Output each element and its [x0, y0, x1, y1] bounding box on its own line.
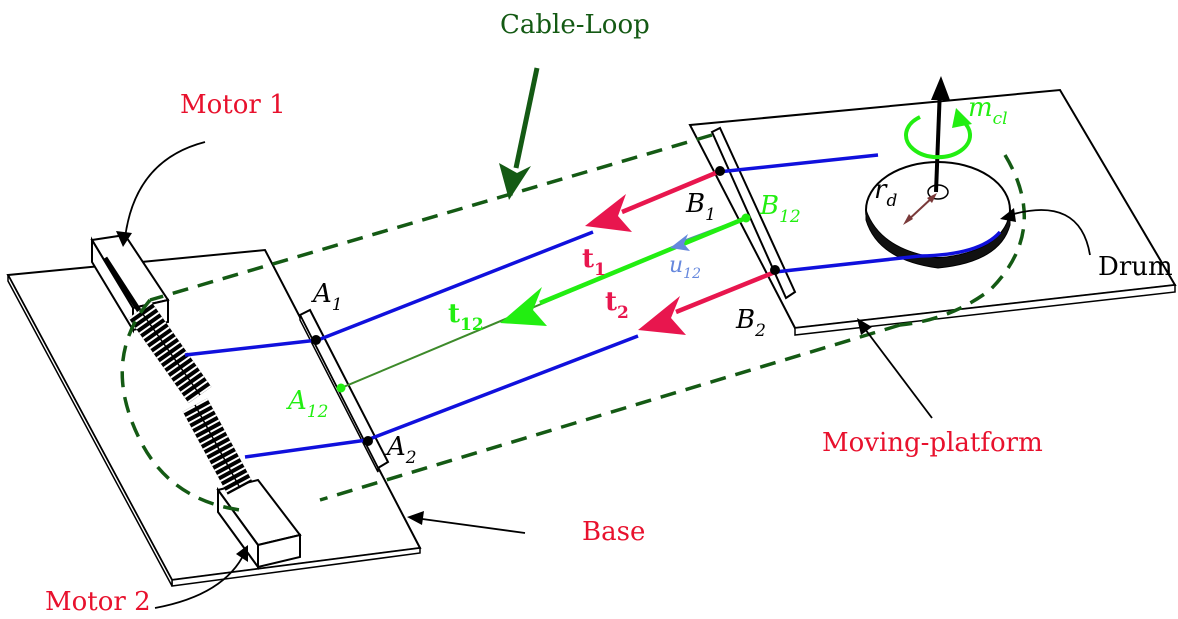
- spring-2: [182, 398, 253, 495]
- base-label: Base: [582, 517, 645, 547]
- a2-label: A2: [385, 432, 417, 468]
- motor1-label: Motor 1: [180, 90, 286, 120]
- point-a12: [336, 383, 346, 393]
- motor1-pointer: [124, 141, 206, 239]
- cable-loop-pointer: [499, 67, 540, 200]
- drum-pointer: [1009, 209, 1091, 256]
- drum-axis-arrow: [931, 76, 950, 193]
- a1-label: A1: [311, 279, 343, 315]
- moving-platform-pointer: [861, 324, 933, 419]
- rd-label: rd: [874, 175, 897, 211]
- motor2-pointer: [154, 551, 246, 609]
- t12-label: t12: [448, 299, 484, 335]
- moving-platform-label: Moving-platform: [822, 428, 1043, 458]
- point-b2: [770, 265, 780, 275]
- b2-label: B2: [735, 305, 766, 341]
- t12-vector: [500, 215, 747, 326]
- motor2-label: Motor 2: [45, 587, 151, 617]
- blue-cables: [184, 153, 1002, 459]
- t1-label: t1: [582, 244, 606, 280]
- b1-label: B1: [685, 189, 716, 225]
- point-a1: [311, 335, 321, 345]
- spring-1: [128, 301, 212, 404]
- cable-loop-path: [120, 133, 1026, 512]
- base-pointer: [414, 517, 526, 534]
- point-b1: [715, 166, 725, 176]
- u12-vector: [670, 234, 690, 251]
- a12-label: A12: [286, 386, 328, 422]
- point-a2: [363, 436, 373, 446]
- b12-label: B12: [759, 191, 801, 227]
- drum-label: Drum: [1098, 252, 1173, 282]
- t1-vector: [585, 169, 719, 232]
- mcl-rotation-arrow: [904, 108, 972, 160]
- t2-vector: [638, 269, 776, 335]
- cable-loop-label: Cable-Loop: [500, 10, 650, 40]
- point-b12: [741, 213, 751, 223]
- t2-label: t2: [605, 287, 629, 323]
- u12-label: u12: [669, 253, 701, 282]
- rd-radius-arrow: [903, 193, 937, 225]
- mcl-label: mcl: [968, 93, 1008, 129]
